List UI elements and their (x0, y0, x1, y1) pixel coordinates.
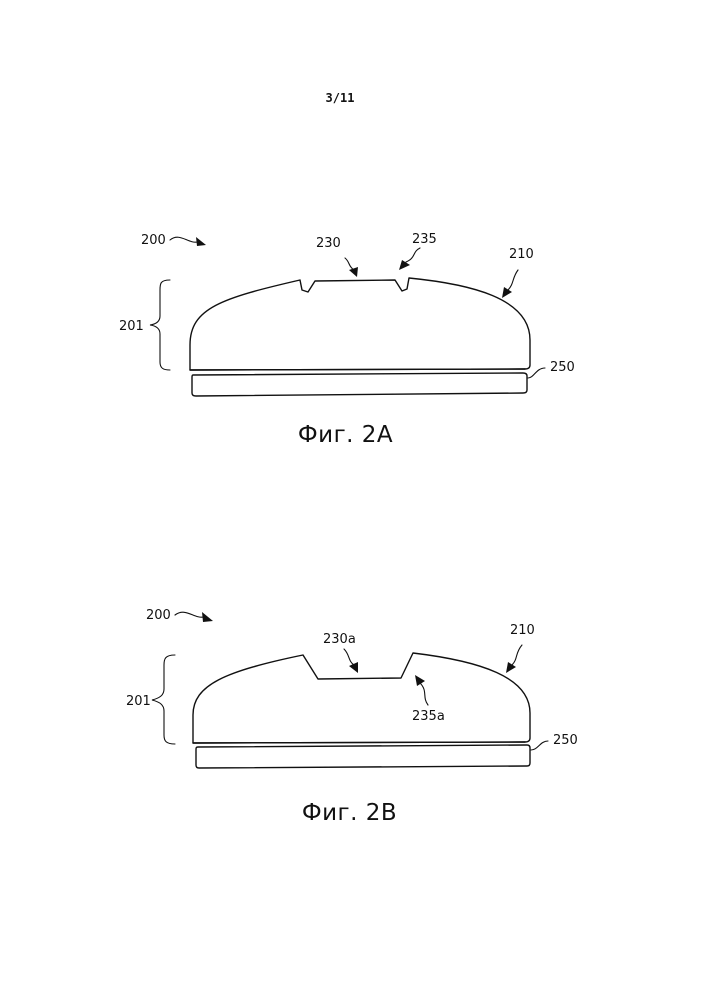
dome-bottom (190, 369, 525, 370)
dome-body (193, 653, 530, 743)
leader-250 (531, 741, 548, 750)
arrowhead-200 (196, 237, 206, 246)
figure-2b-caption: Фиг. 2B (0, 800, 703, 826)
leader-200 (170, 237, 198, 242)
leader-210 (508, 270, 518, 290)
label-201: 201 (119, 320, 144, 333)
leader-210 (512, 645, 522, 665)
leader-235a (420, 683, 428, 705)
page-number: 3/11 (0, 91, 680, 105)
leader-200 (175, 612, 204, 617)
figure-2a-caption: Фиг. 2A (0, 422, 699, 448)
arrowhead-230 (349, 267, 358, 277)
leader-230a (344, 649, 354, 665)
arrowhead-200 (202, 612, 213, 622)
dome-body (190, 278, 530, 370)
leader-250 (528, 368, 545, 378)
label-210: 210 (510, 624, 535, 637)
bracket-201 (152, 655, 175, 744)
bracket-201 (150, 280, 170, 370)
label-210: 210 (509, 248, 534, 261)
arrowhead-235 (399, 260, 410, 270)
figure-2b-drawing (0, 585, 707, 795)
arrowhead-235a (415, 675, 425, 686)
label-250: 250 (550, 361, 575, 374)
arrowhead-210 (506, 662, 516, 673)
label-230a: 230a (323, 633, 356, 646)
arrowhead-230a (349, 662, 358, 673)
leader-230 (345, 258, 354, 270)
label-201: 201 (126, 695, 151, 708)
label-200: 200 (146, 609, 171, 622)
figure-2b: 200 201 230a 235a 210 250 Фиг. 2B (0, 585, 707, 835)
figure-2a-drawing (0, 210, 707, 420)
label-200: 200 (141, 234, 166, 247)
dome-bottom (193, 742, 525, 743)
figure-2a: 200 201 230 235 210 250 Фиг. 2A (0, 210, 707, 460)
leader-235 (406, 248, 420, 262)
label-235a: 235a (412, 710, 445, 723)
base-layer (196, 745, 530, 768)
label-235: 235 (412, 233, 437, 246)
base-layer (192, 373, 527, 396)
label-250: 250 (553, 734, 578, 747)
label-230: 230 (316, 237, 341, 250)
arrowhead-210 (502, 287, 512, 298)
